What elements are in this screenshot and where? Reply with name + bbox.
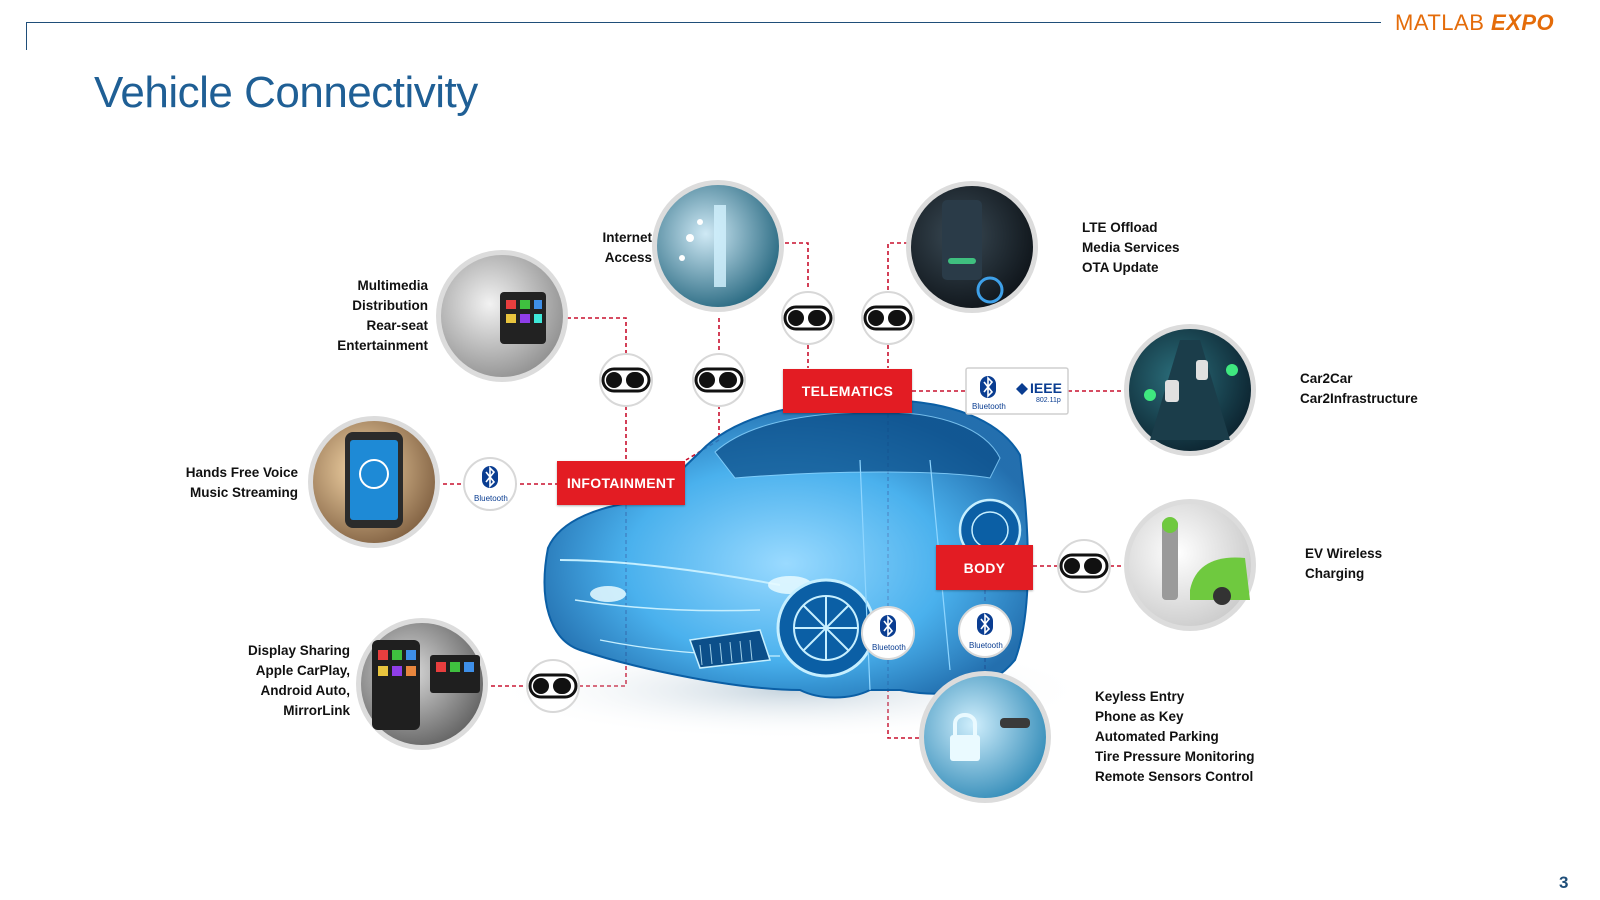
- photo-display-sharing: [356, 618, 488, 750]
- ieee-bluetooth-badge: [965, 367, 1069, 415]
- photo-multimedia: [436, 250, 568, 382]
- header-rule: [26, 22, 1381, 23]
- ieee-sub-label: 802.11p: [1036, 397, 1061, 404]
- bluetooth-caption: Bluetooth: [972, 402, 1006, 411]
- bluetooth-icon: [958, 604, 1012, 658]
- wifi-icon: [781, 291, 835, 345]
- bluetooth-icon: [861, 606, 915, 660]
- page-number: 3: [1559, 873, 1569, 892]
- wifi-icon: [526, 659, 580, 713]
- bluetooth-icon: [463, 457, 517, 511]
- photo-car2car: [1124, 324, 1256, 456]
- wifi-icon: [861, 291, 915, 345]
- page-title: Vehicle Connectivity: [94, 68, 478, 117]
- bluetooth-caption: Bluetooth: [474, 494, 508, 503]
- photo-internet-access: [652, 180, 784, 312]
- bluetooth-caption: Bluetooth: [969, 641, 1003, 650]
- body-node: BODY: [936, 545, 1033, 590]
- photo-hands-free: [308, 416, 440, 548]
- header-rule-corner: [26, 22, 27, 50]
- telematics-node: TELEMATICS: [783, 369, 912, 413]
- wifi-icon: [1057, 539, 1111, 593]
- photo-ev-charging: [1124, 499, 1256, 631]
- photo-keyless: [919, 671, 1051, 803]
- wifi-icon: [599, 353, 653, 407]
- photo-lte: [906, 181, 1038, 313]
- wifi-icon: [692, 353, 746, 407]
- ieee-label: IEEE: [1030, 380, 1062, 396]
- infotainment-node: INFOTAINMENT: [557, 461, 685, 505]
- matlab-expo-logo: MATLAB EXPO: [1395, 10, 1555, 35]
- bluetooth-caption: Bluetooth: [872, 643, 906, 652]
